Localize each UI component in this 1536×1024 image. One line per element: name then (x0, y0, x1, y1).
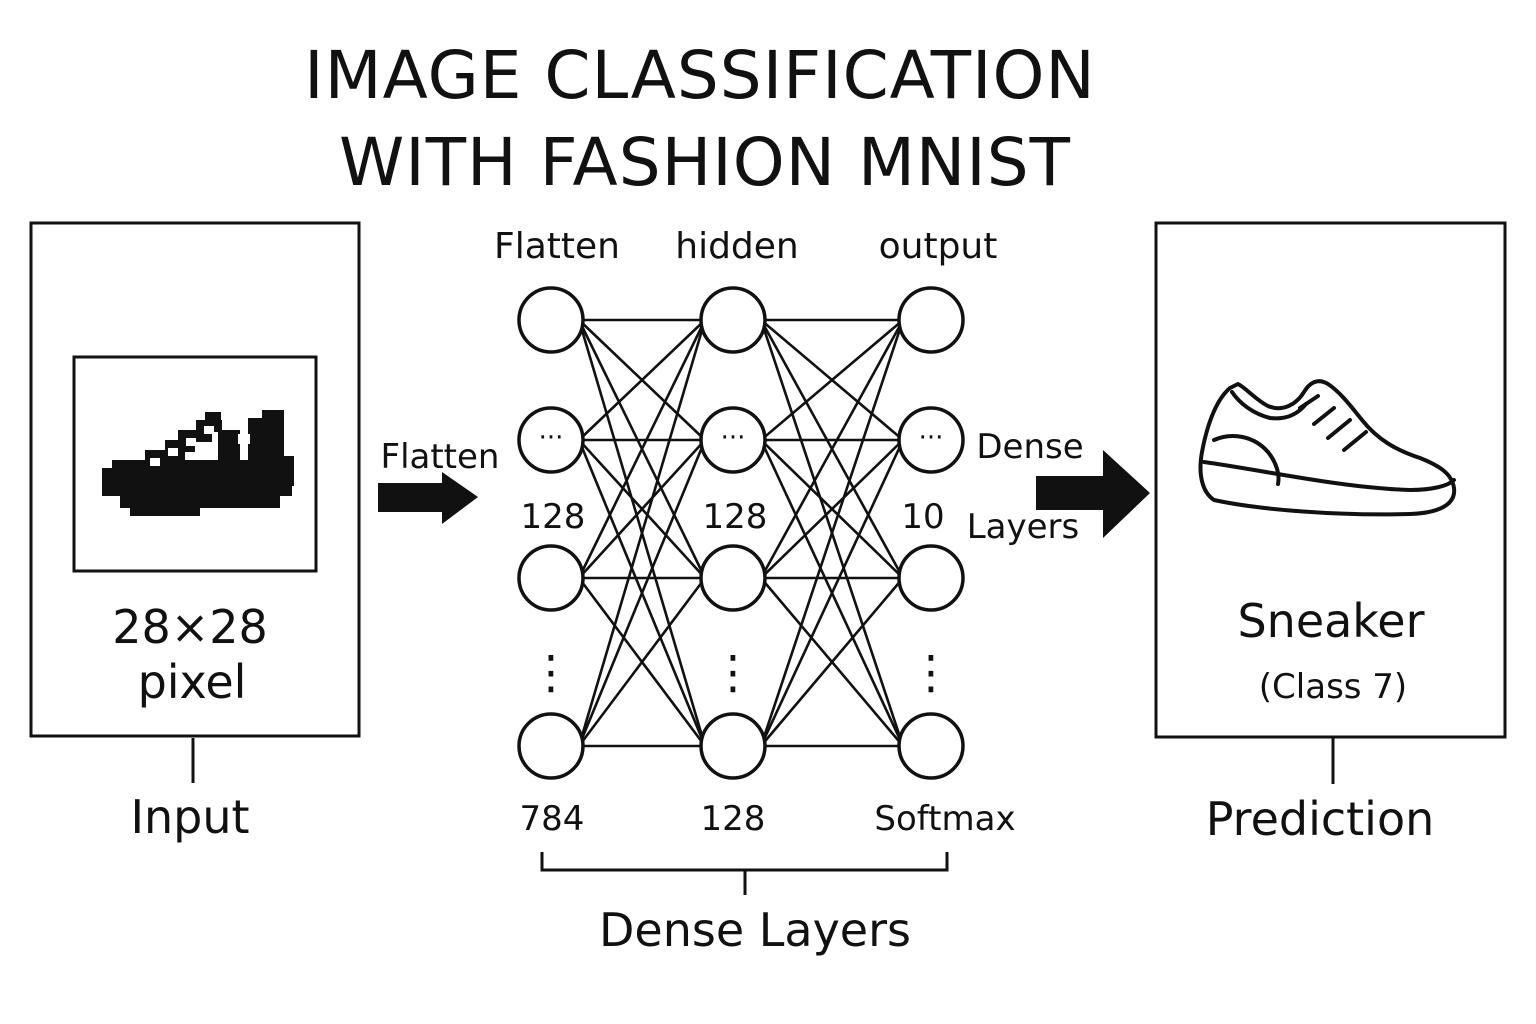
output-vertical-ellipsis: ⋮ (908, 645, 954, 699)
flatten-neuron (517, 286, 585, 354)
flatten-ellipsis: ··· (539, 423, 564, 453)
hidden-neuron (699, 406, 767, 474)
title-line-2: WITH FASHION MNIST (339, 124, 1071, 201)
hidden-neuron (699, 286, 767, 354)
network-edge (578, 439, 706, 579)
output-layer-count: 10 (901, 497, 944, 537)
flatten-arrow: Flatten (378, 437, 499, 524)
prediction-panel-frame (1154, 221, 1507, 739)
output-neuron (897, 712, 965, 780)
hidden-vertical-ellipsis: ⋮ (710, 645, 756, 699)
right-arrow-icon (378, 472, 478, 524)
input-size-label: 784 (520, 799, 585, 839)
network-edge (759, 319, 905, 747)
flatten-layer-count: 128 (521, 497, 586, 537)
flatten-vertical-ellipsis: ⋮ (528, 645, 574, 699)
network-edge (760, 577, 904, 747)
input-unit: pixel (138, 655, 247, 709)
flatten-neuron (517, 406, 585, 474)
output-ellipsis: ··· (919, 423, 944, 453)
column-header-output: output (879, 226, 998, 267)
hidden-layer-count: 128 (703, 497, 768, 537)
hidden-size-label: 128 (701, 799, 766, 839)
network-edge (577, 319, 707, 747)
predicted-class-name: Sneaker (1237, 594, 1424, 648)
prediction-caption: Prediction (1206, 792, 1435, 846)
dense-side-label-1: Dense (976, 427, 1083, 467)
network-edge (577, 439, 707, 747)
output-neuron (897, 544, 965, 612)
network-nodes: ··· ⋮ ··· ⋮ ··· ⋮ (517, 286, 965, 780)
flatten-neuron (517, 712, 585, 780)
network-edge (759, 319, 905, 579)
flatten-neuron (517, 544, 585, 612)
network-edge (577, 319, 707, 579)
pixelated-sneaker-icon (102, 410, 294, 516)
output-neuron (897, 406, 965, 474)
output-neuron (897, 286, 965, 354)
column-header-flatten: Flatten (494, 226, 620, 267)
network-edge (578, 319, 706, 441)
input-panel: 28×28 pixel Input (29, 221, 361, 844)
hidden-neuron (699, 712, 767, 780)
title-line-1: IMAGE CLASSIFICATION (304, 37, 1096, 114)
network-edges (577, 318, 905, 748)
flatten-arrow-label: Flatten (381, 437, 500, 477)
dense-layers-caption: Dense Layers (599, 903, 911, 957)
softmax-label: Softmax (874, 799, 1015, 839)
network-edge (760, 319, 904, 441)
hidden-ellipsis: ··· (721, 423, 746, 453)
network-edge (759, 439, 905, 747)
network-edge (760, 439, 904, 579)
predicted-class-id: (Class 7) (1259, 667, 1407, 707)
dense-side-label-2: Layers (967, 507, 1080, 547)
sneaker-outline-icon (1198, 379, 1457, 517)
prediction-panel: Sneaker (Class 7) Prediction (1154, 221, 1507, 846)
input-dimensions: 28×28 (112, 600, 268, 654)
column-header-hidden: hidden (675, 226, 799, 267)
prediction-arrow-icon (1036, 450, 1150, 538)
input-caption: Input (130, 790, 249, 844)
neural-network: ··· ⋮ ··· ⋮ ··· ⋮ Flatten hidden output 128 1… (494, 226, 1084, 957)
network-edge (577, 577, 707, 747)
hidden-neuron (699, 544, 767, 612)
dense-layers-bracket (540, 852, 949, 872)
